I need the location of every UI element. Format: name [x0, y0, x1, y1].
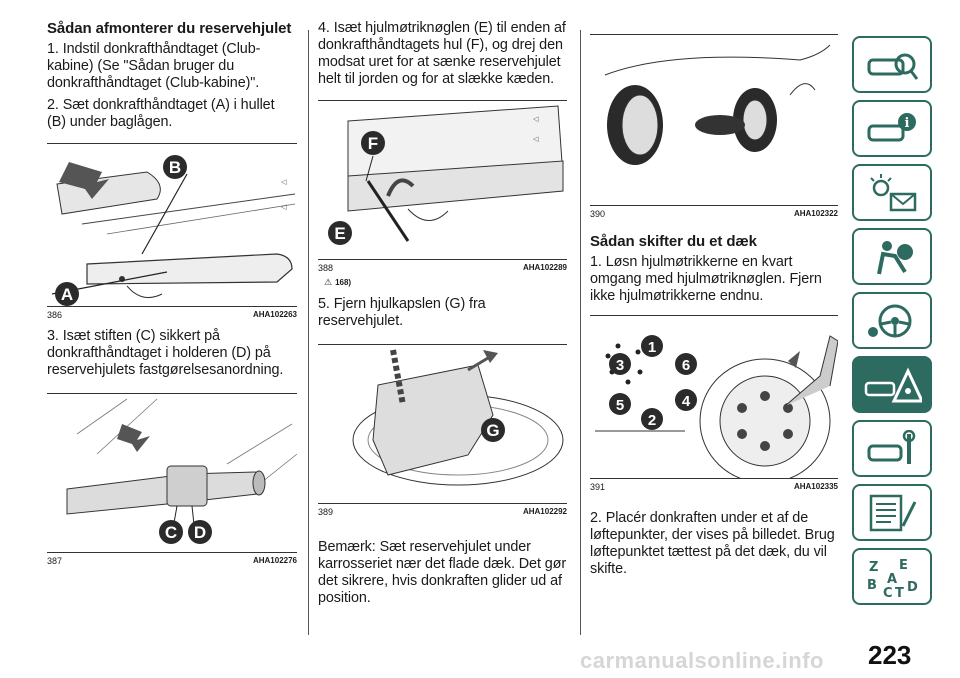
step-1: 1. Løsn hjulmøtrikkerne en kvart omgang …: [590, 254, 822, 304]
svg-text:◁: ◁: [533, 136, 539, 143]
lug-nut-sequence-illustration: 1 3 6 5 4 2: [590, 316, 838, 478]
watermark: carmanualsonline.info: [580, 648, 824, 673]
step-5: 5. Fjern hjulkapslen (G) fra reservehjul…: [318, 296, 486, 329]
wrench-rotation-illustration: ◁ ◁ F E: [318, 101, 567, 259]
figure-388: ◁ ◁ F E: [318, 100, 567, 259]
svg-text:C: C: [883, 586, 893, 597]
column-divider: [308, 30, 309, 635]
figure-number: 390: [590, 209, 606, 219]
warning-lights-icon: [870, 173, 917, 211]
callout-1: 1: [648, 339, 656, 356]
steering-wheel-icon: [868, 304, 912, 337]
figure-code: AHA102263: [252, 310, 297, 319]
figure-number: 389: [318, 507, 334, 517]
svg-text:B: B: [867, 578, 877, 593]
column-1: Sådan afmonterer du reservehjulet 1. Ind…: [47, 20, 297, 568]
car-service-icon: [867, 429, 916, 464]
wheel-cover-chain-illustration: G: [318, 345, 567, 503]
figure-387: C D: [47, 393, 297, 552]
callout-3: 3: [616, 357, 624, 374]
callout-c: C: [165, 523, 177, 542]
specifications-list-icon: [869, 494, 917, 531]
step-2: 2. Placér donkraften under et af de løft…: [590, 510, 835, 577]
tab-specifications[interactable]: [852, 484, 932, 541]
step-1: 1. Indstil donkrafthåndtaget (Club-kabin…: [47, 41, 261, 91]
figure-code: AHA102292: [522, 507, 567, 516]
step-4: 4. Isæt hjulmøtriknøglen (E) til enden a…: [318, 20, 566, 87]
callout-2: 2: [648, 412, 656, 429]
car-search-icon: [867, 53, 919, 80]
figure-caption: 386 AHA102263: [47, 306, 297, 322]
svg-text:◁: ◁: [533, 116, 539, 123]
callout-d: D: [194, 523, 206, 542]
tab-car-search[interactable]: [852, 36, 932, 93]
figure-caption: 391 AHA102335: [590, 478, 838, 494]
section-heading: Sådan afmonterer du reservehjulet: [47, 20, 292, 37]
figure-caption: 390 AHA102322: [590, 205, 838, 221]
tab-car-service[interactable]: [852, 420, 932, 477]
figure-number: 391: [590, 482, 606, 492]
callout-4: 4: [682, 393, 691, 410]
svg-text:i: i: [905, 116, 910, 131]
car-info-icon: i: [867, 112, 916, 141]
figure-caption: 389 AHA102292: [318, 503, 567, 519]
step-2: 2. Sæt donkrafthåndtaget (A) i hullet (B…: [47, 97, 275, 130]
svg-text:◁: ◁: [281, 179, 287, 186]
callout-5: 5: [616, 397, 624, 414]
figure-code: AHA102276: [252, 556, 297, 565]
jack-handle-hole-illustration: ◁ ◁ B A: [47, 144, 297, 306]
figure-391: 1 3 6 5 4 2: [590, 315, 838, 478]
figure-code: AHA102335: [793, 482, 838, 491]
figure-389: G: [318, 344, 567, 503]
emergency-car-icon: [864, 366, 922, 402]
note-text: Bemærk: Sæt reservehjulet under karrosse…: [318, 539, 567, 606]
column-divider: [580, 30, 581, 635]
svg-text:D: D: [907, 580, 918, 595]
figure-code: AHA102289: [522, 263, 567, 272]
callout-b: B: [169, 158, 181, 177]
callout-a: A: [61, 285, 73, 304]
figure-code: AHA102322: [793, 209, 838, 218]
tab-warning-lights[interactable]: [852, 164, 932, 221]
column-2: 4. Isæt hjulmøtriknøglen (E) til enden a…: [318, 20, 567, 612]
page-number: 223: [868, 640, 912, 670]
svg-text:◁: ◁: [281, 204, 287, 211]
airbag-seat-icon: [877, 240, 913, 274]
tab-emergency[interactable]: [852, 356, 932, 413]
warning-note-ref: ⚠ 168): [324, 277, 352, 287]
figure-386: ◁ ◁ B A: [47, 143, 297, 306]
figure-number: 387: [47, 556, 63, 566]
tab-steering-wheel[interactable]: [852, 292, 932, 349]
figure-390: [590, 34, 838, 205]
step-3: 3. Isæt stiften (C) sikkert på donkrafth…: [47, 328, 284, 378]
callout-6: 6: [682, 357, 690, 374]
svg-text:T: T: [895, 586, 904, 597]
section-heading: Sådan skifter du et dæk: [590, 233, 757, 250]
callout-g: G: [486, 421, 499, 440]
svg-text:Z: Z: [869, 560, 878, 575]
figure-number: 388: [318, 263, 334, 273]
callout-f: F: [368, 134, 378, 153]
pin-holder-illustration: C D: [47, 394, 297, 552]
spare-tire-lowered-illustration: [590, 35, 838, 205]
figure-caption: 388 AHA102289: [318, 259, 567, 275]
callout-e: E: [334, 224, 345, 243]
svg-text:A: A: [887, 572, 897, 587]
tab-car-info[interactable]: i: [852, 100, 932, 157]
column-3: 390 AHA102322 Sådan skifter du et dæk 1.…: [590, 20, 838, 583]
warning-triangle-icon: ⚠: [324, 277, 333, 287]
figure-number: 386: [47, 310, 63, 320]
svg-text:E: E: [899, 558, 908, 573]
tab-airbag-seat[interactable]: [852, 228, 932, 285]
figure-caption: 387 AHA102276: [47, 552, 297, 568]
